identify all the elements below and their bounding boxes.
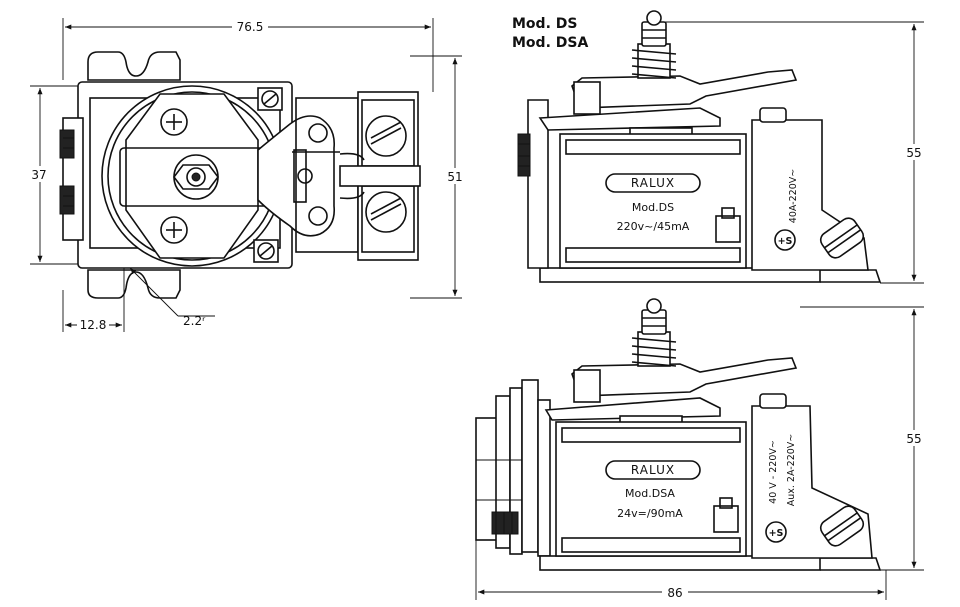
top-offset-dimension: 12.8: [62, 265, 125, 332]
dsa-aux-contact-block: [475, 379, 539, 555]
side-view-ds: Mod. DS Mod. DSA 55: [512, 10, 926, 284]
dsa-contact-rating: 40 V - 220V~: [768, 440, 779, 504]
dsa-coil-rating: 24v=/90mA: [617, 507, 683, 520]
ds-brand: RALUX: [631, 176, 675, 190]
dsa-aux-rating: Aux. 2A-220V~: [786, 434, 797, 507]
model-line-dsa: Mod. DSA: [512, 35, 588, 51]
side-view-dsa: 55 86: [475, 298, 926, 600]
dim-76-5: 76.5: [237, 20, 264, 34]
ds-height-dimension: 55: [660, 21, 926, 284]
dsa-dim-86: 86: [667, 586, 682, 600]
ds-terminal-screw: [819, 217, 865, 259]
dim-51: 51: [447, 170, 462, 184]
dsa-length-dimension: 86: [475, 418, 887, 600]
ds-dim-55: 55: [906, 146, 921, 160]
top-width-dimension: 76.5: [62, 18, 434, 92]
dim-2-2-radius: 2.2ʳ: [183, 314, 206, 328]
dsa-adjust-spring: [631, 298, 677, 367]
dsa-plus-s-symbol: +S: [769, 528, 784, 539]
ds-adjust-spring: [631, 10, 677, 79]
ds-contact-rating: 40A-220V~: [788, 169, 799, 223]
dim-37: 37: [31, 168, 46, 182]
dsa-brand: RALUX: [631, 463, 675, 477]
dsa-dim-55: 55: [906, 432, 921, 446]
model-line-ds: Mod. DS: [512, 16, 577, 32]
top-view: 76.5 37 51 12.8 2.: [28, 18, 467, 332]
ds-coil-rating: 220v~/45mA: [617, 220, 690, 233]
dsa-model: Mod.DSA: [625, 487, 675, 500]
dsa-terminal-screw: [819, 505, 865, 547]
ds-plus-s-symbol: +S: [778, 236, 793, 247]
ds-model: Mod.DS: [632, 201, 674, 214]
dim-12-8: 12.8: [80, 318, 107, 332]
top-right-height-dimension: 51: [410, 55, 467, 299]
top-radius-dimension: 2.2ʳ: [129, 267, 215, 328]
dsa-height-dimension: 55: [800, 306, 926, 571]
